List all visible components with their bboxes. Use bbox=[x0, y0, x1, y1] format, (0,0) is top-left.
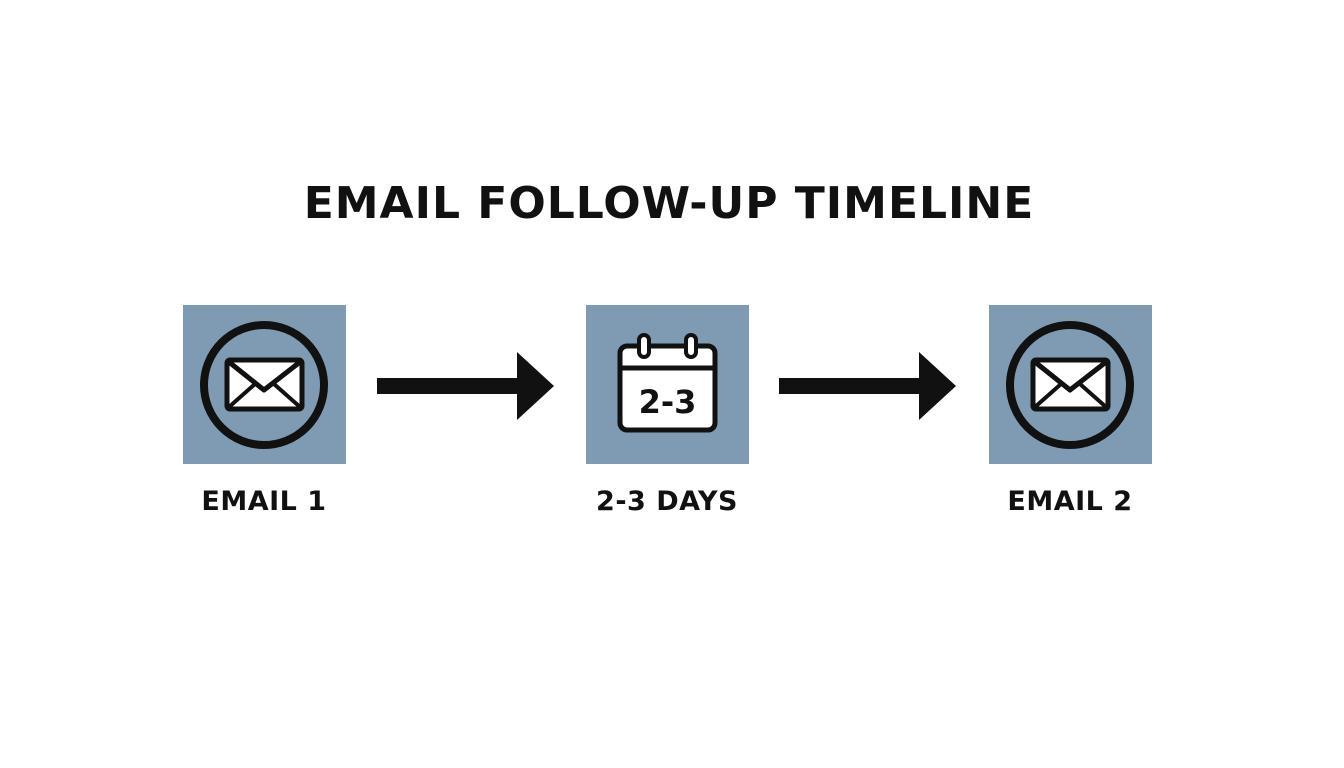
envelope-icon bbox=[200, 321, 328, 449]
calendar-icon: 2-3 bbox=[617, 333, 718, 433]
step-email-1-label: EMAIL 1 bbox=[201, 486, 327, 517]
step-email-2-tile bbox=[989, 305, 1152, 464]
step-email-1-tile bbox=[183, 305, 346, 464]
step-email-2-label: EMAIL 2 bbox=[1007, 486, 1133, 517]
step-wait-label: 2-3 DAYS bbox=[596, 486, 738, 517]
arrow-right-icon bbox=[779, 352, 956, 420]
envelope-icon bbox=[1006, 321, 1134, 449]
diagram-title: EMAIL FOLLOW-UP TIMELINE bbox=[303, 178, 1035, 229]
step-wait-tile: 2-3 bbox=[586, 305, 749, 464]
calendar-text: 2-3 bbox=[639, 383, 697, 421]
connector-arrow-1 bbox=[377, 352, 555, 420]
connector-arrow-2 bbox=[779, 352, 957, 420]
arrow-right-icon bbox=[377, 352, 554, 420]
